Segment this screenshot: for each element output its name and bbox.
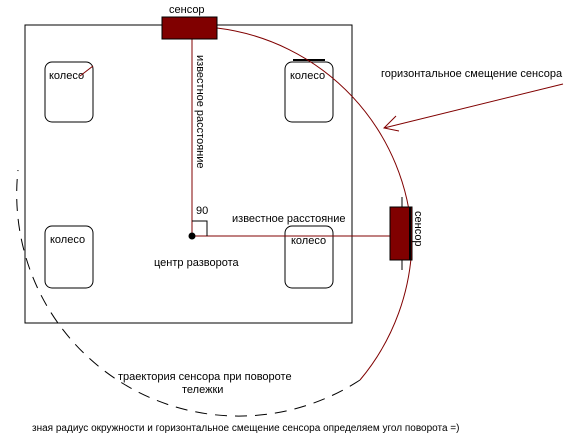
sensor-right-label: сенсор (412, 211, 424, 247)
trajectory-label-line1: траектория сенсора при повороте (118, 371, 292, 383)
wheel-bottom-right (284, 225, 334, 289)
sensor-right (389, 206, 413, 261)
offset-pointer-arrowhead (382, 115, 400, 132)
wheel-bottom-left (44, 225, 94, 289)
right-angle-marker (192, 220, 208, 236)
known-distance-horizontal-label: известное расстояние (232, 213, 346, 225)
conclusion-text: зная радиус окружности и горизонтальное … (32, 423, 459, 434)
wheel-top-left (44, 61, 94, 123)
sensor-top-label: сенсор (169, 4, 205, 16)
wheel-top-right (284, 61, 334, 123)
wheel-label-bottom-left: колесо (50, 234, 85, 246)
trajectory-arc-dashed (16, 169, 361, 417)
pivot-center-label: центр разворота (154, 257, 239, 269)
wheel-label-top-right: колесо (290, 70, 325, 82)
horizontal-offset-label: горизонтальное смещение сенсора (381, 68, 563, 80)
trajectory-arc-solid (216, 27, 413, 381)
angle-label: 90 (196, 205, 208, 217)
wheel-label-bottom-right: колесо (291, 235, 326, 247)
known-distance-vertical-label: известное расстояние (194, 55, 206, 169)
wheel-label-top-left: колесо (49, 70, 84, 82)
trajectory-label-line2: тележки (182, 384, 223, 396)
wheel-tick-top-left (79, 65, 94, 77)
pivot-center-dot (188, 232, 196, 240)
offset-pointer-line (383, 83, 564, 129)
sensor-top (161, 16, 218, 40)
